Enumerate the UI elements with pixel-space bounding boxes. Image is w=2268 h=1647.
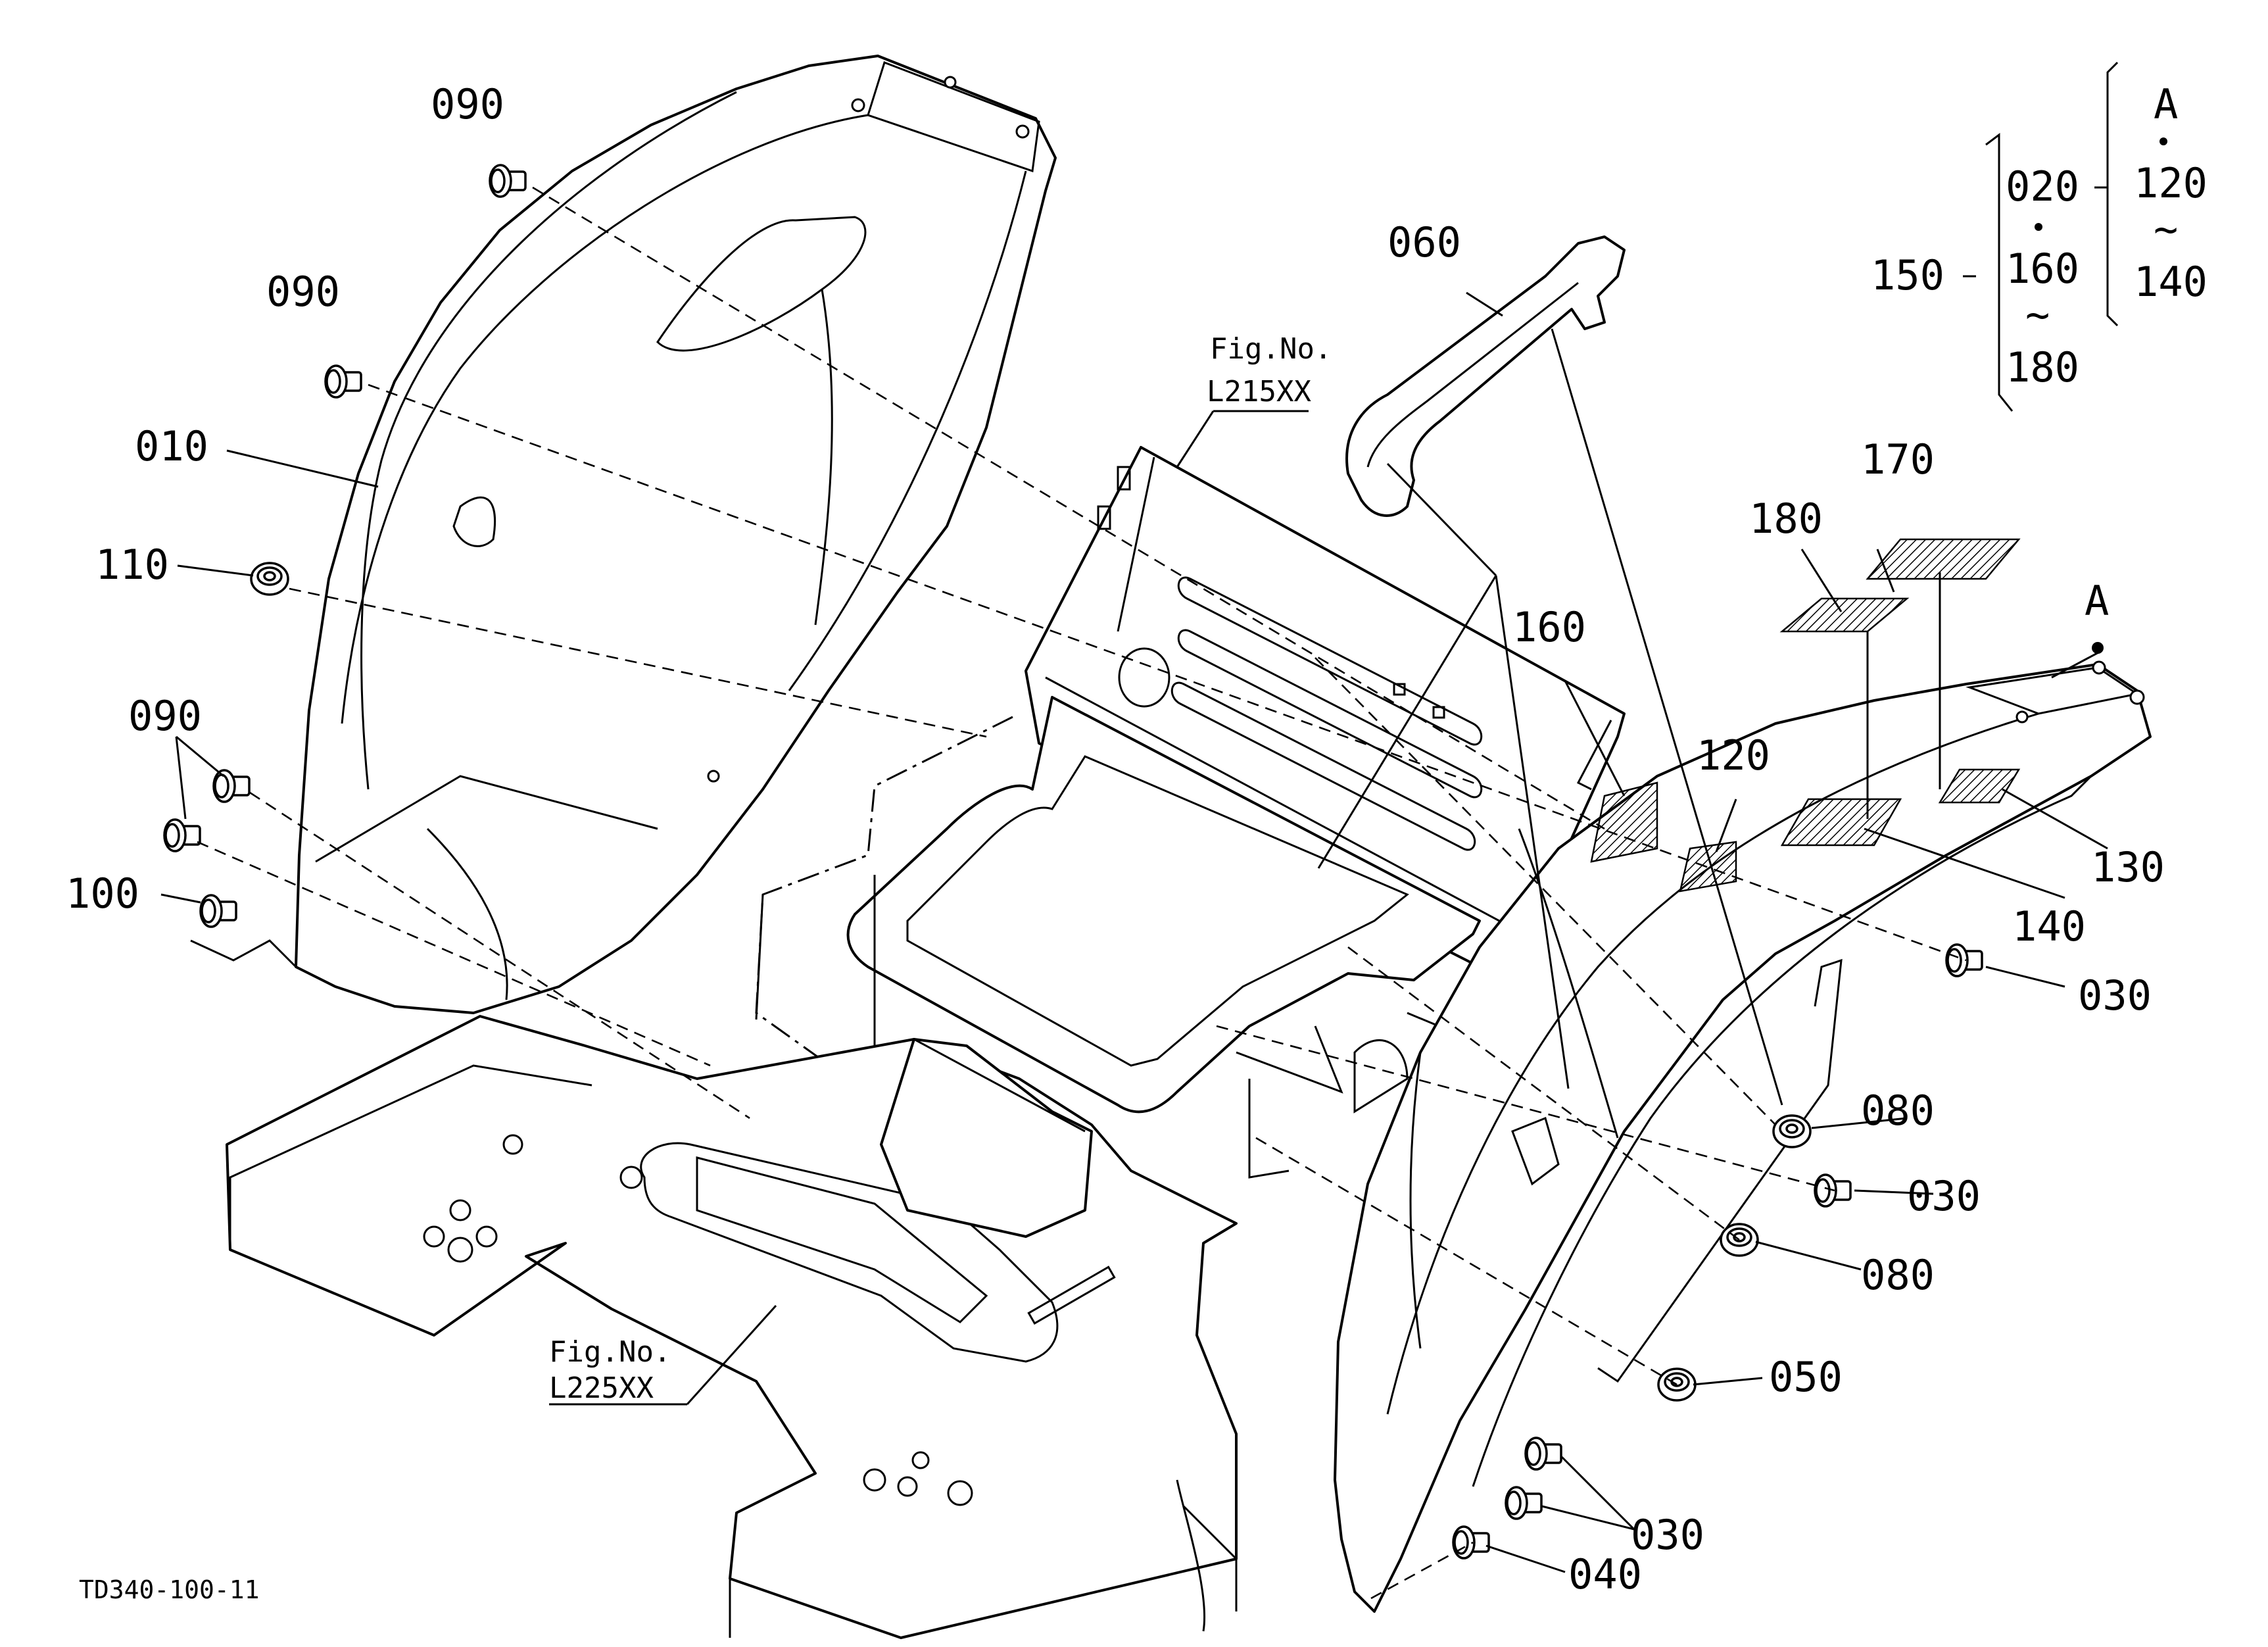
key-tilde-b: ~ (2025, 291, 2050, 339)
bolt-030-upper (1945, 943, 1983, 977)
key-tilde-a: ~ (2154, 205, 2178, 253)
platform-frame (755, 696, 1514, 1250)
key-label-a: A (2154, 80, 2178, 128)
key-label-150: 150 (1871, 251, 1944, 299)
label-030-mid: 030 (1907, 1172, 1981, 1220)
label-130: 130 (2091, 843, 2165, 891)
nut-110 (250, 562, 289, 596)
decal-180 (1779, 597, 1910, 633)
label-180: 180 (1749, 495, 1823, 543)
decal-140 (1780, 798, 1902, 847)
decals (1590, 538, 2021, 893)
nut-080-upper (1772, 1114, 1812, 1148)
label-140: 140 (2012, 902, 2086, 950)
label-090-lower: 090 (128, 692, 202, 740)
bolt-030-lower-b (1505, 1486, 1543, 1520)
key-label-120: 120 (2134, 159, 2208, 207)
bolt-090-top (489, 164, 527, 198)
label-170: 170 (1861, 435, 1935, 483)
label-040: 040 (1568, 1550, 1642, 1598)
figref-l225-line2: L225XX (549, 1371, 654, 1405)
bolt-100 (199, 894, 237, 928)
key-label-140: 140 (2134, 258, 2208, 306)
label-030-lower: 030 (1631, 1511, 1704, 1559)
label-060: 060 (1387, 218, 1461, 266)
left-fender-010 (295, 55, 1057, 1014)
bolt-090-lower-a (212, 769, 251, 803)
right-fender (1334, 660, 2152, 1613)
key-label-180: 180 (2006, 343, 2079, 391)
label-110: 110 (95, 541, 169, 589)
label-030-upper: 030 (2078, 971, 2152, 1020)
assembly-lines (190, 186, 1967, 1600)
figref-l215-line2: L215XX (1207, 375, 1311, 408)
label-090-mid: 090 (266, 268, 340, 316)
figref-l215-line1: Fig.No. (1210, 332, 1332, 366)
key-bracket-inner-left (1985, 133, 2000, 276)
floor-plate (226, 1015, 1238, 1639)
label-010: 010 (135, 422, 208, 470)
key-bracket-outer-left (2106, 61, 2119, 327)
callout-labels: 090 090 010 110 090 100 060 Fig.No. L215… (66, 80, 2165, 1598)
bolt-040 (1452, 1525, 1490, 1560)
bolt-090-mid (324, 364, 362, 399)
key-label-020: 020 (2006, 162, 2079, 210)
label-160: 160 (1512, 603, 1586, 651)
nut-080-lower (1720, 1223, 1759, 1257)
bolt-090-lower-b (163, 818, 201, 852)
label-090-top: 090 (431, 80, 504, 128)
drawing-id: TD340-100-11 (79, 1575, 260, 1604)
decal-170 (1866, 538, 2021, 580)
bolt-030-lower-a (1524, 1437, 1562, 1471)
decal-160 (1590, 781, 1658, 863)
label-050: 050 (1769, 1353, 1843, 1401)
leader-lines (160, 291, 2108, 1573)
decal-120 (1679, 841, 1737, 893)
kit-key: A 120 ~ 140 020 160 ~ 180 150 (1871, 61, 2208, 412)
label-080-lower: 080 (1861, 1251, 1935, 1299)
label-ref-a: A (2085, 577, 2109, 625)
label-100: 100 (66, 870, 139, 918)
label-120: 120 (1697, 731, 1770, 779)
grab-handle-060 (1345, 235, 1626, 517)
figref-l225-line1: Fig.No. (549, 1335, 671, 1369)
label-080-upper: 080 (1861, 1087, 1935, 1135)
decal-130 (1938, 768, 2021, 804)
key-label-160: 160 (2006, 245, 2079, 293)
